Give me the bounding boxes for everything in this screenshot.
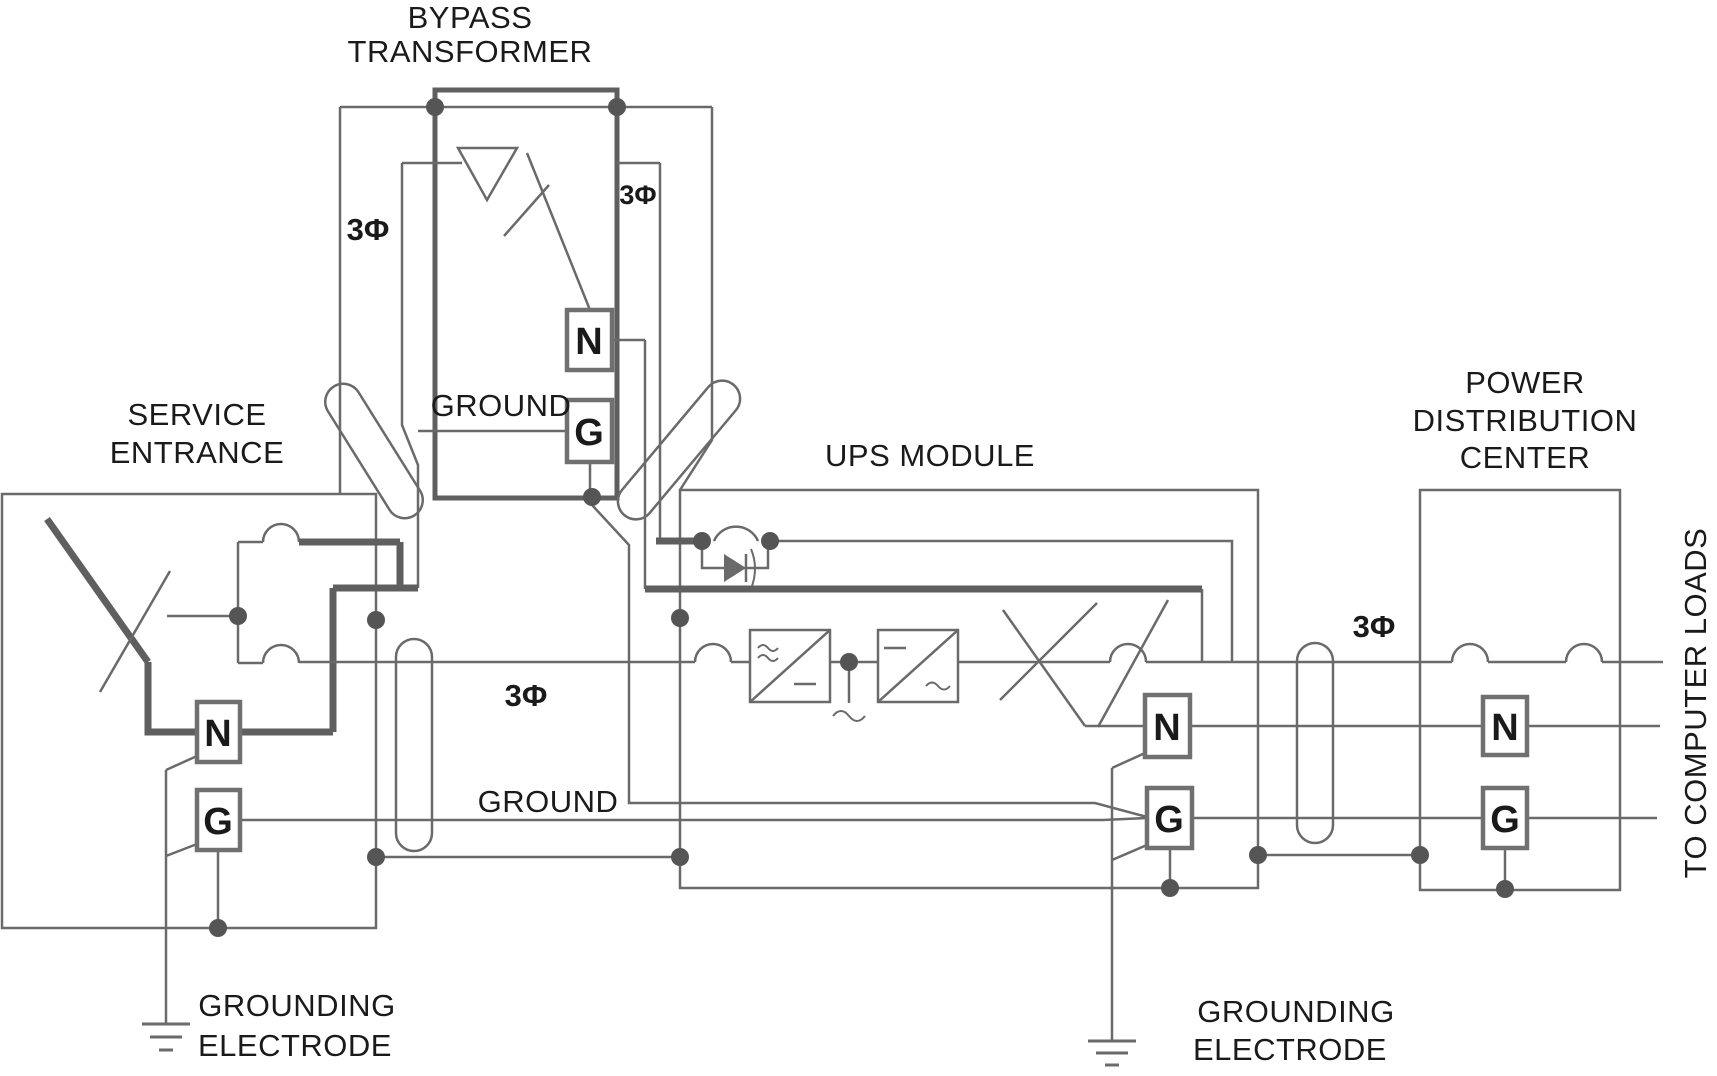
- transfer-switch-icon: [999, 599, 1170, 728]
- grounding-electrode-right-line1: GROUNDING: [1197, 994, 1394, 1029]
- bypass-disconnect-switch-icon: [503, 152, 592, 311]
- inverter-icon: [876, 628, 960, 704]
- pdc-breaker-right-icon: [1564, 642, 1604, 663]
- bypass-ground-terminal: [564, 397, 615, 465]
- phase-label-bypass-right: 3Φ: [619, 180, 656, 210]
- ups-module-enclosure: [678, 488, 1260, 890]
- ups-grounding-wires: [1110, 751, 1148, 1041]
- grounding-electrode-left-line1: GROUNDING: [198, 988, 395, 1023]
- ups-static-bypass: [656, 525, 1234, 662]
- phase-label-bypass-left: 3Φ: [347, 212, 390, 247]
- ups-ground-label: G: [1154, 799, 1184, 841]
- ups-neutral-label: N: [1153, 707, 1180, 749]
- phase-label-output: 3Φ: [1353, 609, 1396, 644]
- main-three-phase-line: [299, 642, 1663, 664]
- junction-dots: [209, 98, 1514, 937]
- ground-label-bypass: GROUND: [431, 388, 572, 423]
- terminal-boxes: [194, 307, 1530, 853]
- conduit-icons: [324, 379, 1335, 853]
- service-entrance-wires: [44, 516, 418, 1024]
- se-bottom-breaker-icon: [261, 643, 301, 664]
- grounding-electrode-right-icon: [1088, 1039, 1136, 1067]
- bypass-transformer-enclosure: [432, 87, 620, 501]
- phase-label-main: 3Φ: [505, 678, 548, 713]
- power-distribution-center-enclosure: [1418, 488, 1622, 892]
- pdc-neutral-label: N: [1491, 707, 1518, 749]
- bypass-title-line1: BYPASS: [408, 0, 533, 35]
- pdc-neutral-terminal: [1480, 694, 1530, 758]
- se-top-breaker-icon: [261, 522, 301, 543]
- se-ground-label: G: [203, 801, 233, 843]
- ground-label-main: GROUND: [478, 784, 619, 819]
- ups-input-breaker-icon: [693, 642, 733, 663]
- pdc-ground-terminal: [1480, 785, 1530, 851]
- pdc-title-line1: POWER: [1465, 365, 1585, 400]
- to-computer-loads-label: TO COMPUTER LOADS: [1678, 528, 1713, 879]
- grounding-electrode-left-line2: ELECTRODE: [198, 1028, 392, 1063]
- service-title-line2: ENTRANCE: [110, 435, 285, 470]
- bypass-title-line2: TRANSFORMER: [348, 34, 593, 69]
- neutral-ground-lines: [1190, 724, 1660, 820]
- scr-diode-icon: [724, 554, 746, 582]
- se-neutral-label: N: [204, 713, 231, 755]
- service-entrance-enclosure: [0, 492, 378, 930]
- bypass-ground-label: G: [574, 412, 604, 454]
- bypass-neutral-label: N: [575, 321, 602, 363]
- se-switch-blade: [44, 516, 151, 665]
- grounding-electrode-right-line2: ELECTRODE: [1193, 1032, 1387, 1067]
- ground-buses: [240, 816, 1507, 889]
- ups-ground-terminal: [1144, 785, 1195, 851]
- se-neutral-terminal: [194, 699, 243, 765]
- ups-neutral-terminal: [1142, 692, 1193, 760]
- grounding-electrode-left-icon: [142, 1022, 190, 1052]
- ups-output-breaker-icon: [1108, 642, 1148, 663]
- se-ground-terminal: [194, 787, 243, 853]
- ups-bypass-bus: [645, 585, 1204, 662]
- delta-winding-icon: [455, 146, 520, 203]
- service-title-line1: SERVICE: [127, 397, 266, 432]
- bypass-feed-wires: [338, 105, 1148, 819]
- bypass-neutral-terminal: [564, 307, 615, 373]
- pdc-breaker-left-icon: [1450, 642, 1490, 663]
- rectifier-icon: [748, 628, 832, 704]
- pdc-title-line3: CENTER: [1460, 440, 1590, 475]
- pdc-title-line2: DISTRIBUTION: [1413, 403, 1638, 438]
- ups-title: UPS MODULE: [825, 438, 1035, 473]
- pdc-ground-label: G: [1490, 799, 1520, 841]
- static-switch-breaker-icon: [712, 525, 760, 542]
